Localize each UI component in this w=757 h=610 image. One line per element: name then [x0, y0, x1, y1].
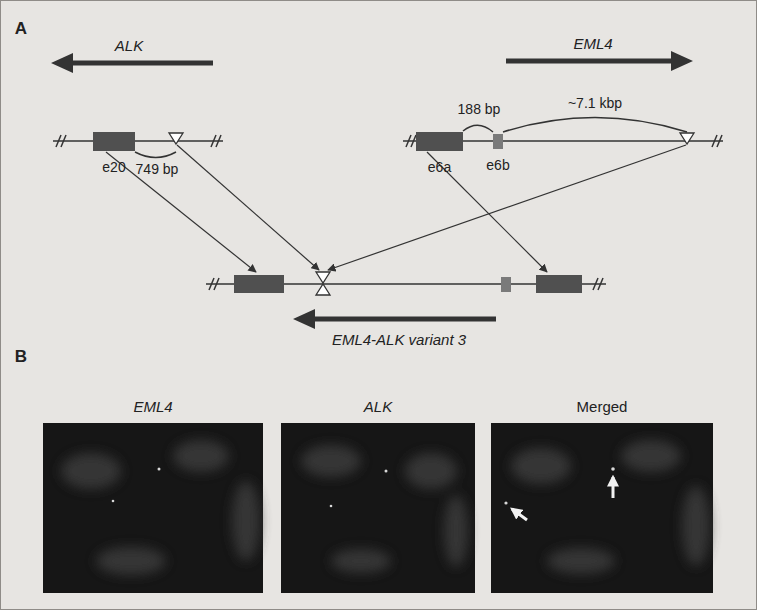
breakpoint-triangle	[316, 272, 330, 283]
node-label: e6b	[486, 157, 509, 173]
breakpoint-triangle	[169, 133, 183, 144]
exon-box	[536, 275, 582, 293]
panel-letter: A	[15, 21, 27, 37]
breakpoint-triangle	[680, 133, 694, 144]
dimension-label: 188 bp	[458, 101, 501, 117]
fish-image-panel: Merged	[491, 423, 713, 593]
direction-arrow	[293, 309, 496, 329]
exon-box	[234, 275, 284, 293]
exon-box: e6b	[493, 134, 503, 149]
fusion-name: EML4-ALK variant 3	[332, 332, 466, 348]
fish-image-panel: ALK	[281, 423, 475, 593]
fish-image-panel: EML4	[43, 423, 263, 593]
exon-box	[501, 277, 511, 292]
dimension-label: ~7.1 kbp	[568, 95, 622, 111]
dimension-label: 749 bp	[136, 161, 179, 177]
node-label: Merged	[577, 399, 628, 415]
gene-name: EML4	[573, 36, 612, 52]
node-label: e6a	[428, 159, 451, 175]
panel-letter: B	[15, 349, 27, 365]
gene-name: ALK	[115, 38, 143, 54]
alk-locus	[53, 135, 223, 158]
node-label: e20	[102, 159, 125, 175]
node-label: EML4	[133, 399, 172, 415]
node-label: ALK	[364, 399, 392, 415]
breakpoint-triangle	[316, 284, 330, 295]
mapping-line	[106, 145, 686, 272]
exon-box: e6a	[416, 132, 463, 151]
direction-arrow	[506, 51, 693, 71]
direction-arrow	[51, 53, 213, 73]
exon-box: e20	[93, 132, 135, 151]
